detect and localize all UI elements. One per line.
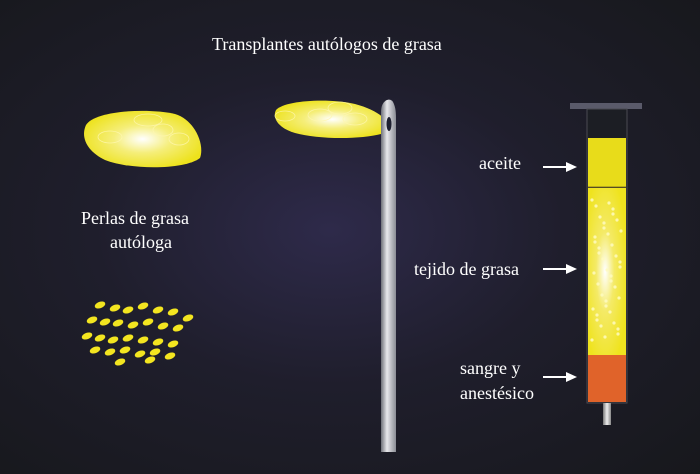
fat-tissue-particle — [616, 327, 620, 331]
fat-tissue-particle — [597, 246, 601, 250]
fat-droplet — [104, 348, 116, 356]
fat-tissue-particle — [606, 232, 610, 236]
fat-droplet — [172, 324, 184, 332]
arrows — [543, 162, 577, 382]
fat-tissue-particle — [604, 299, 608, 303]
fat-droplet — [86, 316, 98, 324]
blood-label-line1: sangre y — [460, 358, 521, 378]
fat-droplet — [127, 321, 139, 329]
fat-droplet — [152, 306, 164, 314]
blood-anesthetic-layer — [588, 355, 626, 402]
fat-tissue-particle — [611, 207, 615, 211]
fat-pearls-label-line2: autóloga — [110, 232, 172, 252]
plunger-stem — [603, 403, 611, 425]
blood-label-line2: anestésico — [460, 383, 534, 403]
fat-pearls-label-line1: Perlas de grasa — [81, 208, 189, 228]
fat-droplet — [134, 350, 146, 358]
fat-tissue-label: tejido de grasa — [414, 259, 519, 279]
fat-tissue-particle — [612, 321, 616, 325]
fat-droplet — [94, 334, 106, 342]
fat-tissue-particle — [611, 212, 615, 216]
arrow-oil-icon — [543, 162, 577, 172]
fat-droplet — [144, 356, 156, 364]
fat-droplet — [164, 352, 176, 360]
fat-tissue-particle — [590, 198, 594, 202]
fat-tissue-particle — [598, 215, 602, 219]
fat-tissue-particle — [619, 229, 623, 233]
fat-pearl-on-needle — [274, 100, 391, 139]
fat-droplet — [114, 358, 126, 366]
fat-tissue-particle — [605, 268, 609, 272]
fat-tissue-particle — [607, 201, 611, 205]
fat-tissue-particle — [613, 285, 617, 289]
oil-layer — [588, 138, 626, 187]
fat-droplet — [122, 306, 134, 314]
needle — [381, 99, 396, 452]
fat-tissue-particle — [618, 265, 622, 269]
fat-tissue-particle — [595, 318, 599, 322]
fat-tissue-particle — [616, 332, 620, 336]
fat-droplet — [142, 318, 154, 326]
fat-tissue-particle — [602, 226, 606, 230]
fat-tissue-particle — [595, 313, 599, 317]
fat-tissue-particle — [614, 254, 618, 258]
syringe-cap — [570, 103, 642, 109]
fat-tissue-particle — [608, 310, 612, 314]
fat-tissue-particle — [604, 304, 608, 308]
fat-droplet — [112, 319, 124, 327]
fat-tissue-particle — [591, 307, 595, 311]
fat-tissue-particle — [593, 240, 597, 244]
fat-droplet — [149, 348, 161, 356]
fat-droplet — [99, 318, 111, 326]
fat-pearl-large — [84, 110, 202, 168]
fat-droplet — [182, 314, 194, 322]
fat-droplet — [137, 336, 149, 344]
fat-tissue-particle — [609, 274, 613, 278]
fat-droplet — [107, 336, 119, 344]
fat-droplet — [167, 308, 179, 316]
fat-tissue-particle — [602, 221, 606, 225]
syringe — [570, 103, 642, 425]
fat-droplet — [157, 322, 169, 330]
fat-droplet — [122, 334, 134, 342]
fat-droplet — [137, 302, 149, 310]
fat-droplet — [89, 346, 101, 354]
arrow-fat-icon — [543, 264, 577, 274]
fat-droplet — [81, 332, 93, 340]
fat-tissue-particle — [603, 335, 607, 339]
arrow-blood-icon — [543, 372, 577, 382]
fat-tissue-particle — [618, 260, 622, 264]
fat-tissue-particle — [590, 338, 594, 342]
oil-label: aceite — [479, 153, 521, 173]
needle-eye — [386, 117, 392, 131]
fat-tissue-particle — [593, 235, 597, 239]
fat-tissue-particle — [610, 243, 614, 247]
fat-tissue-particle — [594, 204, 598, 208]
fat-tissue-particle — [615, 218, 619, 222]
diagram-title: Transplantes autólogos de grasa — [212, 34, 442, 54]
fat-droplet — [119, 346, 131, 354]
fat-droplet — [94, 301, 106, 309]
fat-tissue-particle — [600, 293, 604, 297]
fat-droplet — [152, 338, 164, 346]
fat-tissue-particle — [609, 279, 613, 283]
fat-droplets-cluster — [81, 301, 194, 366]
fat-droplet — [109, 304, 121, 312]
fat-droplet — [167, 340, 179, 348]
fat-tissue-particle — [597, 251, 601, 255]
fat-tissue-particle — [592, 271, 596, 275]
fat-tissue-particle — [601, 257, 605, 261]
fat-tissue-particle — [617, 296, 621, 300]
fat-tissue-particle — [596, 282, 600, 286]
fat-tissue-particle — [599, 324, 603, 328]
